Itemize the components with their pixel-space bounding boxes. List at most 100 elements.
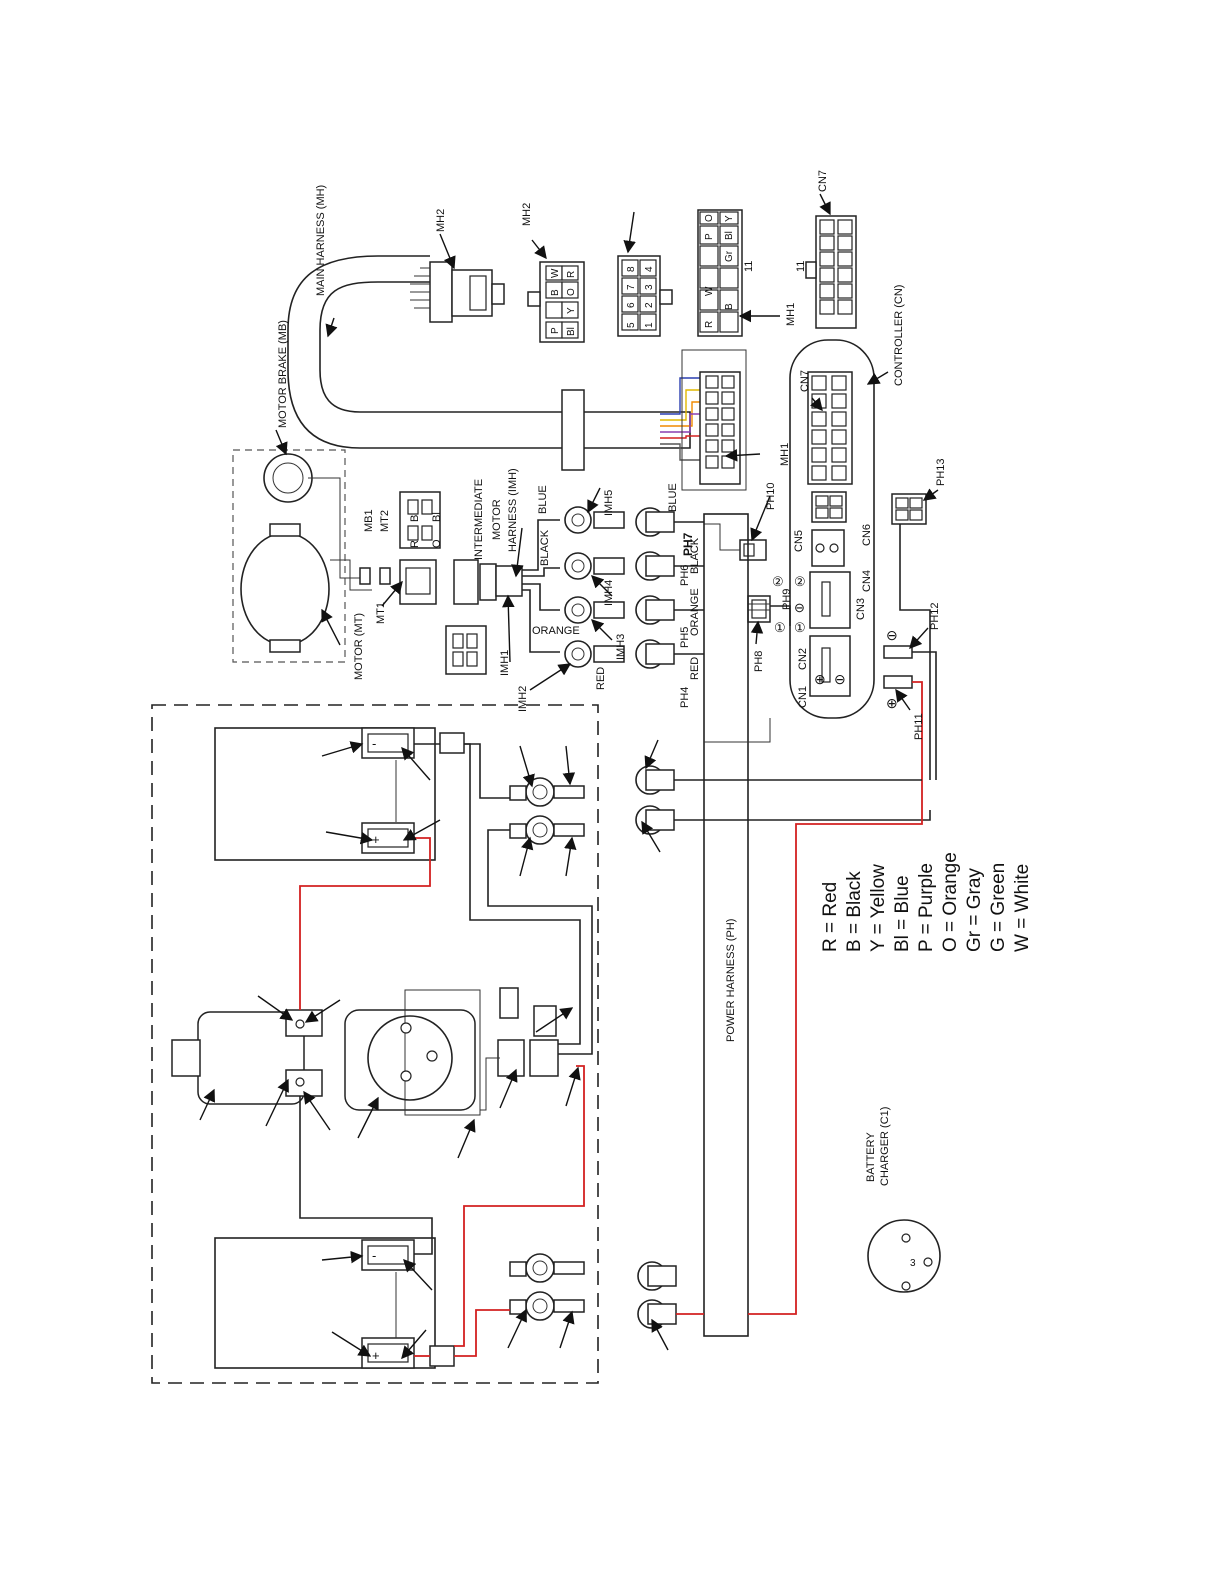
grid8-pin-label: 7 bbox=[626, 284, 637, 290]
label-circ1-a: ① bbox=[774, 620, 786, 635]
svg-text:-: - bbox=[372, 1248, 376, 1263]
eight-pin-connector bbox=[617, 211, 673, 337]
mh2-pin-label: B bbox=[550, 289, 561, 296]
label-main-harness: MAIN HARNESS (MH) bbox=[315, 185, 327, 296]
grid8-pin-label: 4 bbox=[644, 266, 655, 272]
battery-1 bbox=[214, 727, 436, 861]
label-ph9: PH9 bbox=[781, 589, 793, 610]
ph-small-connectors bbox=[704, 495, 791, 645]
label-brake-r: R bbox=[409, 540, 421, 548]
label-motor: MOTOR (MT) bbox=[353, 613, 365, 680]
label-ph5: PH5 bbox=[679, 627, 691, 648]
label-mh1-a: MH1 bbox=[779, 443, 791, 466]
mh1-pin-label: R bbox=[704, 321, 715, 328]
grid8-pin-label: 3 bbox=[644, 284, 655, 290]
ph11-ph12 bbox=[883, 627, 937, 782]
svg-text:+: + bbox=[372, 832, 380, 847]
label-motor-brake: MOTOR BRAKE (MB) bbox=[277, 320, 289, 428]
key-switch bbox=[344, 989, 481, 1116]
mh2-connector bbox=[527, 239, 585, 343]
battery-box: - + - + bbox=[151, 704, 599, 1384]
mh2-pin-label: R bbox=[566, 271, 577, 278]
label-cn3: CN3 bbox=[855, 598, 867, 620]
label-ph8: PH8 bbox=[753, 651, 765, 672]
motor bbox=[240, 532, 330, 646]
label-ph6: PH6 bbox=[679, 565, 691, 586]
label-controller: CONTROLLER (CN) bbox=[893, 285, 905, 386]
label-cn7-a: CN7 bbox=[799, 370, 811, 392]
label-imh5: IMH5 bbox=[603, 490, 615, 516]
mh1-pin-label: P bbox=[704, 233, 715, 240]
label-cn1: CN1 bbox=[797, 686, 809, 708]
label-circ-minus: ⊖ bbox=[794, 600, 805, 615]
legend-item: Bl = Blue bbox=[892, 875, 913, 952]
label-mb1: MB1 bbox=[363, 509, 375, 532]
battery-2 bbox=[214, 1237, 436, 1369]
legend-item: B = Black bbox=[844, 871, 865, 952]
legend-item: R = Red bbox=[820, 882, 841, 952]
label-pin11-a: 11 bbox=[743, 261, 755, 272]
label-ph13: PH13 bbox=[935, 458, 947, 486]
label-imh2: IMH2 bbox=[517, 686, 529, 712]
label-ph10: PH10 bbox=[765, 482, 777, 510]
battery-charger-port bbox=[867, 1219, 941, 1293]
label-wire-black-a: BLACK bbox=[539, 529, 551, 566]
mh1-pin-label: Y bbox=[724, 215, 735, 222]
intermediate-harness bbox=[445, 487, 704, 691]
svg-text:-: - bbox=[372, 736, 376, 751]
grid8-pin-label: 1 bbox=[644, 322, 655, 328]
mh1-pin-label: O bbox=[704, 214, 715, 222]
label-mt1: MT1 bbox=[375, 602, 387, 624]
legend-item: W = White bbox=[1012, 864, 1033, 952]
mh2-pin-label: O bbox=[566, 288, 577, 296]
label-circ2-b: ② bbox=[794, 574, 806, 589]
label-wire-orange-a: ORANGE bbox=[532, 625, 580, 637]
legend-item: Y = Yellow bbox=[868, 864, 889, 952]
grid8-pin-label: 8 bbox=[626, 266, 637, 272]
label-imh1: IMH1 bbox=[499, 650, 511, 676]
label-power-harness: POWER HARNESS (PH) bbox=[725, 919, 737, 1042]
mh2-pin-label: P bbox=[550, 327, 561, 334]
labels: MOTOR BRAKE (MB) MAIN HARNESS (MH) MH2 M… bbox=[277, 170, 947, 1269]
mh1-pin-label: W bbox=[704, 286, 715, 296]
label-battery-charger-2: CHARGER (C1) bbox=[879, 1107, 891, 1186]
imh-terminals bbox=[564, 506, 625, 668]
label-ph11-plus: ⊕ bbox=[886, 695, 898, 711]
mh2-pin-label: W bbox=[550, 268, 561, 278]
legend-item: G = Green bbox=[988, 863, 1009, 952]
power-harness bbox=[635, 513, 931, 1351]
label-mh2-b: MH2 bbox=[521, 203, 533, 226]
label-wire-red-a: RED bbox=[595, 667, 607, 690]
grid8-pin-label: 6 bbox=[626, 302, 637, 308]
label-cn7-b: CN7 bbox=[817, 170, 829, 192]
main-harness bbox=[287, 233, 761, 491]
label-imh4: IMH4 bbox=[603, 580, 615, 606]
label-cn-plus: ⊕ bbox=[814, 671, 826, 687]
label-cn2: CN2 bbox=[797, 648, 809, 670]
label-wire-blue-a: BLUE bbox=[537, 485, 549, 514]
mh1-pin-label: B bbox=[724, 303, 735, 310]
label-brake-o: O bbox=[431, 539, 443, 548]
legend-item: O = Orange bbox=[940, 852, 961, 952]
label-wire-blue-b: BLUE bbox=[667, 483, 679, 512]
ph13-connector bbox=[891, 488, 939, 780]
label-ph12-minus: ⊖ bbox=[886, 627, 898, 643]
label-pin11-b: 11 bbox=[795, 261, 807, 272]
circuit-breaker bbox=[171, 1009, 323, 1105]
mh1-pin-label: Gr bbox=[724, 250, 735, 262]
label-brake-bl: Bl bbox=[431, 512, 443, 522]
label-imh-2: MOTOR bbox=[491, 499, 503, 540]
ph-lugs bbox=[635, 507, 704, 669]
label-imh3: IMH3 bbox=[615, 634, 627, 660]
label-cn-minus: ⊖ bbox=[834, 671, 846, 687]
label-mh1-b: MH1 bbox=[785, 303, 797, 326]
label-mh2-a: MH2 bbox=[435, 209, 447, 232]
cn7-connector bbox=[805, 193, 857, 329]
label-ph7: PH7 bbox=[681, 532, 695, 556]
mh2-pin-label: Y bbox=[566, 307, 577, 314]
label-imh-1: INTERMEDIATE bbox=[473, 479, 485, 560]
label-cn4: CN4 bbox=[861, 570, 873, 592]
label-wire-orange-b: ORANGE bbox=[689, 588, 701, 636]
mh1-pin-label: Bl bbox=[724, 231, 735, 240]
